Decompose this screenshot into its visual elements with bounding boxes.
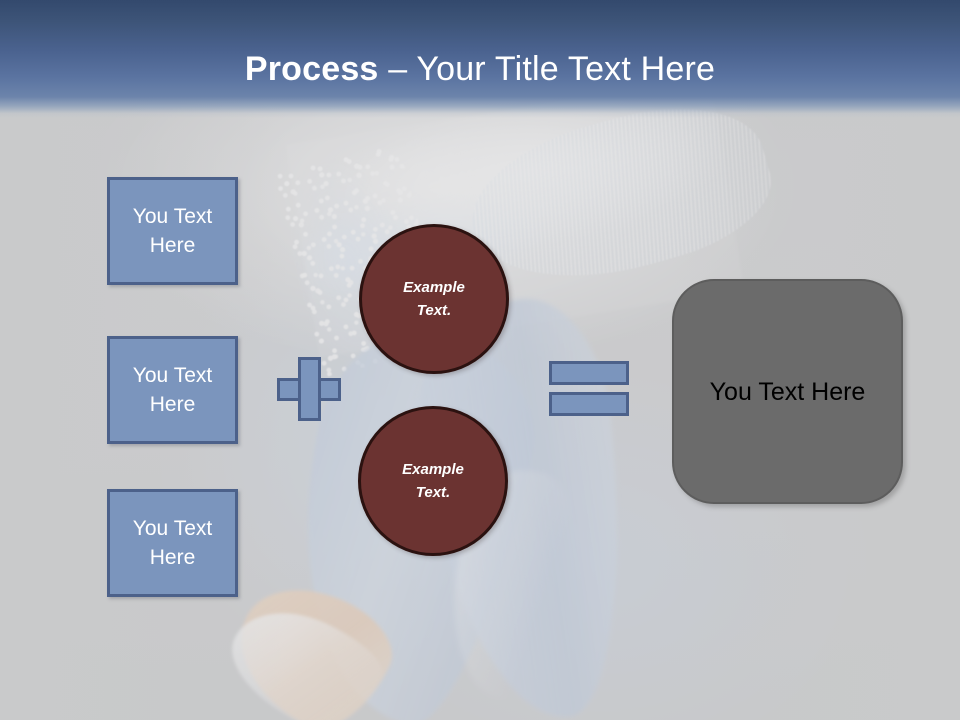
equals-icon [549, 361, 629, 416]
input-box-3[interactable]: You Text Here [107, 489, 238, 597]
example-circle-2-line1: Example [402, 461, 464, 478]
input-box-2-label: You Text Here [132, 364, 213, 416]
result-box-label: You Text Here [709, 377, 866, 406]
example-circle-1-line2: Text. [416, 302, 452, 319]
plus-icon [277, 357, 341, 421]
equals-icon-top-bar [549, 361, 629, 385]
page-title-strong: Process [244, 50, 379, 88]
result-box[interactable]: You Text Here [672, 279, 903, 504]
photo-shoe-sole [213, 591, 393, 720]
input-box-2[interactable]: You Text Here [107, 336, 238, 444]
example-circle-1-line1: Example [403, 279, 465, 296]
photo-shoe [215, 565, 407, 720]
input-box-3-label: You Text Here [132, 517, 213, 569]
example-circle-2-line2: Text. [415, 484, 451, 501]
page-title-rest: – Your Title Text Here [378, 50, 716, 88]
input-box-1[interactable]: You Text Here [107, 177, 238, 285]
plus-icon-center [301, 381, 318, 398]
equals-icon-bottom-bar [549, 392, 629, 416]
page-title: Process – Your Title Text Here [0, 48, 960, 90]
title-banner: Process – Your Title Text Here [0, 0, 960, 118]
input-box-1-label: You Text Here [132, 205, 213, 257]
